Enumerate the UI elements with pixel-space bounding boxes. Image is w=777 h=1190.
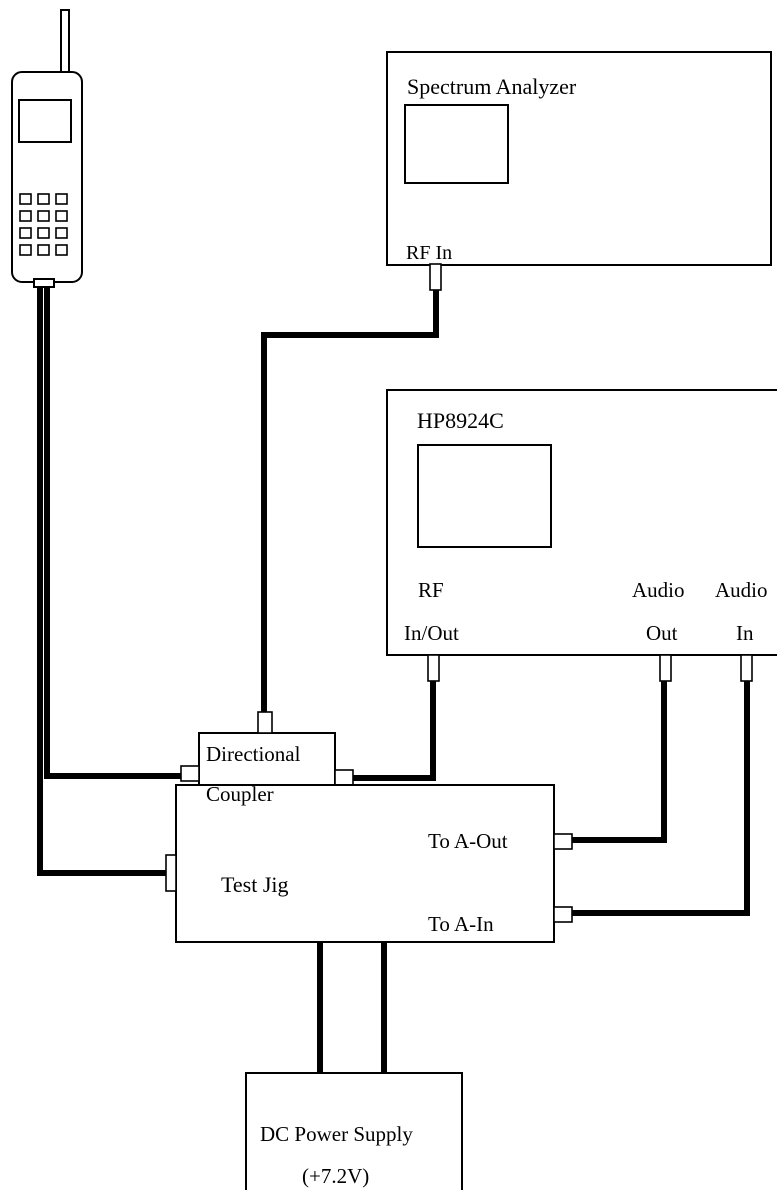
hp8924c-audio-in-label: Audio [715,578,768,602]
hp8924c-rf-port [427,654,440,682]
cable-coupler-to-hp8924c-rf [353,681,436,781]
cable-coupler-to-spectrum-analyzer [261,290,439,712]
spectrum-analyzer-box [386,51,772,291]
hp8924c-in-out-label: In/Out [404,621,459,645]
dc-power-supply-box [245,1072,463,1190]
cable-phone-to-coupler [44,287,181,779]
hp8924c-in-label: In [736,621,754,645]
test-jig-title: Test Jig [221,872,289,897]
test-jig-a-in-label: To A-In [428,912,494,936]
test-jig-a-out-label: To A-Out [428,829,508,853]
phone-antenna [60,9,70,73]
hp8924c-box [386,389,777,682]
hp8924c-audio-in-port [740,654,753,682]
spectrum-analyzer-title: Spectrum Analyzer [407,74,577,99]
phone-connector [33,278,55,288]
mobile-phone-icon [11,9,83,288]
power-supply-label-line1: DC Power Supply [260,1122,413,1146]
power-supply-label-line2: (+7.2V) [302,1164,370,1188]
test-jig-a-out-port [553,833,573,850]
phone-screen [18,99,72,143]
cables [37,287,750,1073]
spectrum-analyzer-rf-port [429,263,442,291]
test-jig-left-port [165,854,177,892]
phone-keypad [19,193,68,256]
hp8924c-audio-out-port [659,654,672,682]
spectrum-analyzer-rf-in-label: RF In [406,242,453,264]
test-jig-a-in-port [553,906,573,923]
coupler-left-port [180,765,200,782]
cable-phone-to-test-jig [37,287,166,876]
coupler-top-port [257,711,273,734]
spectrum-analyzer-screen [404,104,509,184]
coupler-label-line1: Directional [206,742,301,766]
cable-test-jig-to-audio-out [572,681,667,843]
hp8924c-screen [417,444,552,548]
hp8924c-title: HP8924C [417,408,504,433]
hp8924c-audio-out-label: Audio [632,578,685,602]
coupler-label-line2: Coupler [206,782,274,806]
coupler-right-port [334,769,354,786]
cable-test-jig-to-audio-in [572,681,750,916]
hp8924c-out-label: Out [646,621,678,645]
hp8924c-rf-label: RF [418,578,444,602]
test-jig-box [165,784,573,943]
